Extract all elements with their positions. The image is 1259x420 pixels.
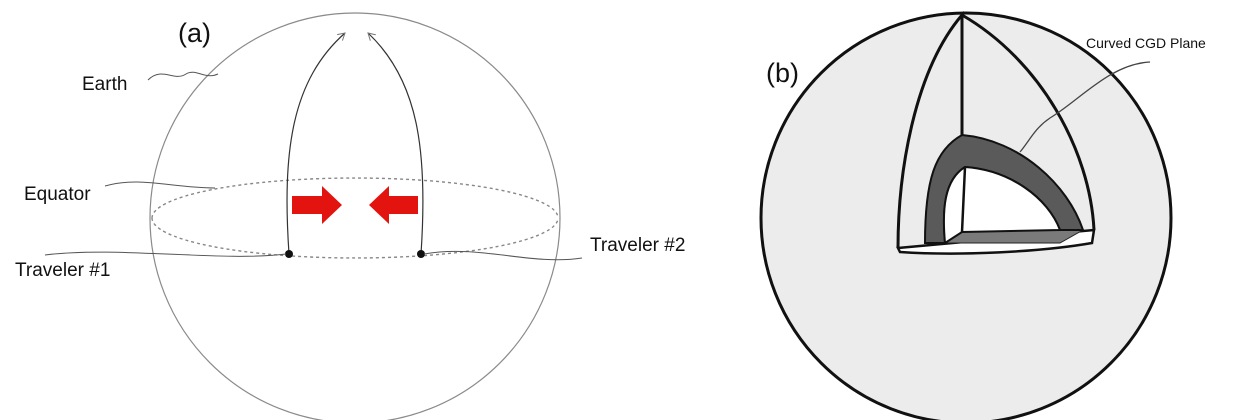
cutaway-right-face bbox=[961, 13, 1096, 231]
panel-a-label: (a) bbox=[178, 18, 211, 48]
traveler2-leader-line bbox=[423, 250, 583, 261]
traveler1-leader-line bbox=[44, 251, 287, 257]
traveler2-label: Traveler #2 bbox=[590, 235, 685, 256]
equator-back-arc bbox=[151, 177, 559, 219]
panel-a: (a) Earth Equator Traveler #1 Traveler #… bbox=[15, 12, 685, 420]
earth-sphere bbox=[149, 12, 561, 420]
traveler1-label: Traveler #1 bbox=[15, 260, 110, 281]
right-arrow-icon bbox=[292, 186, 342, 224]
equator-leader-line bbox=[104, 181, 216, 189]
traveler1-path bbox=[286, 33, 345, 255]
earth-label: Earth bbox=[82, 74, 127, 95]
panel-b-label: (b) bbox=[766, 58, 799, 88]
earth-leader-line bbox=[147, 71, 219, 81]
traveler1-dot bbox=[285, 250, 293, 258]
traveler2-dot bbox=[417, 250, 425, 258]
equator-front-arc bbox=[151, 217, 559, 259]
cutaway-outer-edge bbox=[896, 10, 964, 249]
equator-label: Equator bbox=[24, 184, 91, 205]
traveler2-path bbox=[368, 33, 424, 255]
left-arrow-icon bbox=[369, 186, 418, 224]
cgd-plane-leader-line bbox=[1019, 61, 1151, 153]
inner-core bbox=[942, 165, 1062, 245]
inner-vertical-edge bbox=[960, 166, 967, 233]
cgd-plane-label: Curved CGD Plane bbox=[1086, 35, 1206, 51]
panel-b: (b) Curved CGD Plane bbox=[759, 10, 1206, 420]
